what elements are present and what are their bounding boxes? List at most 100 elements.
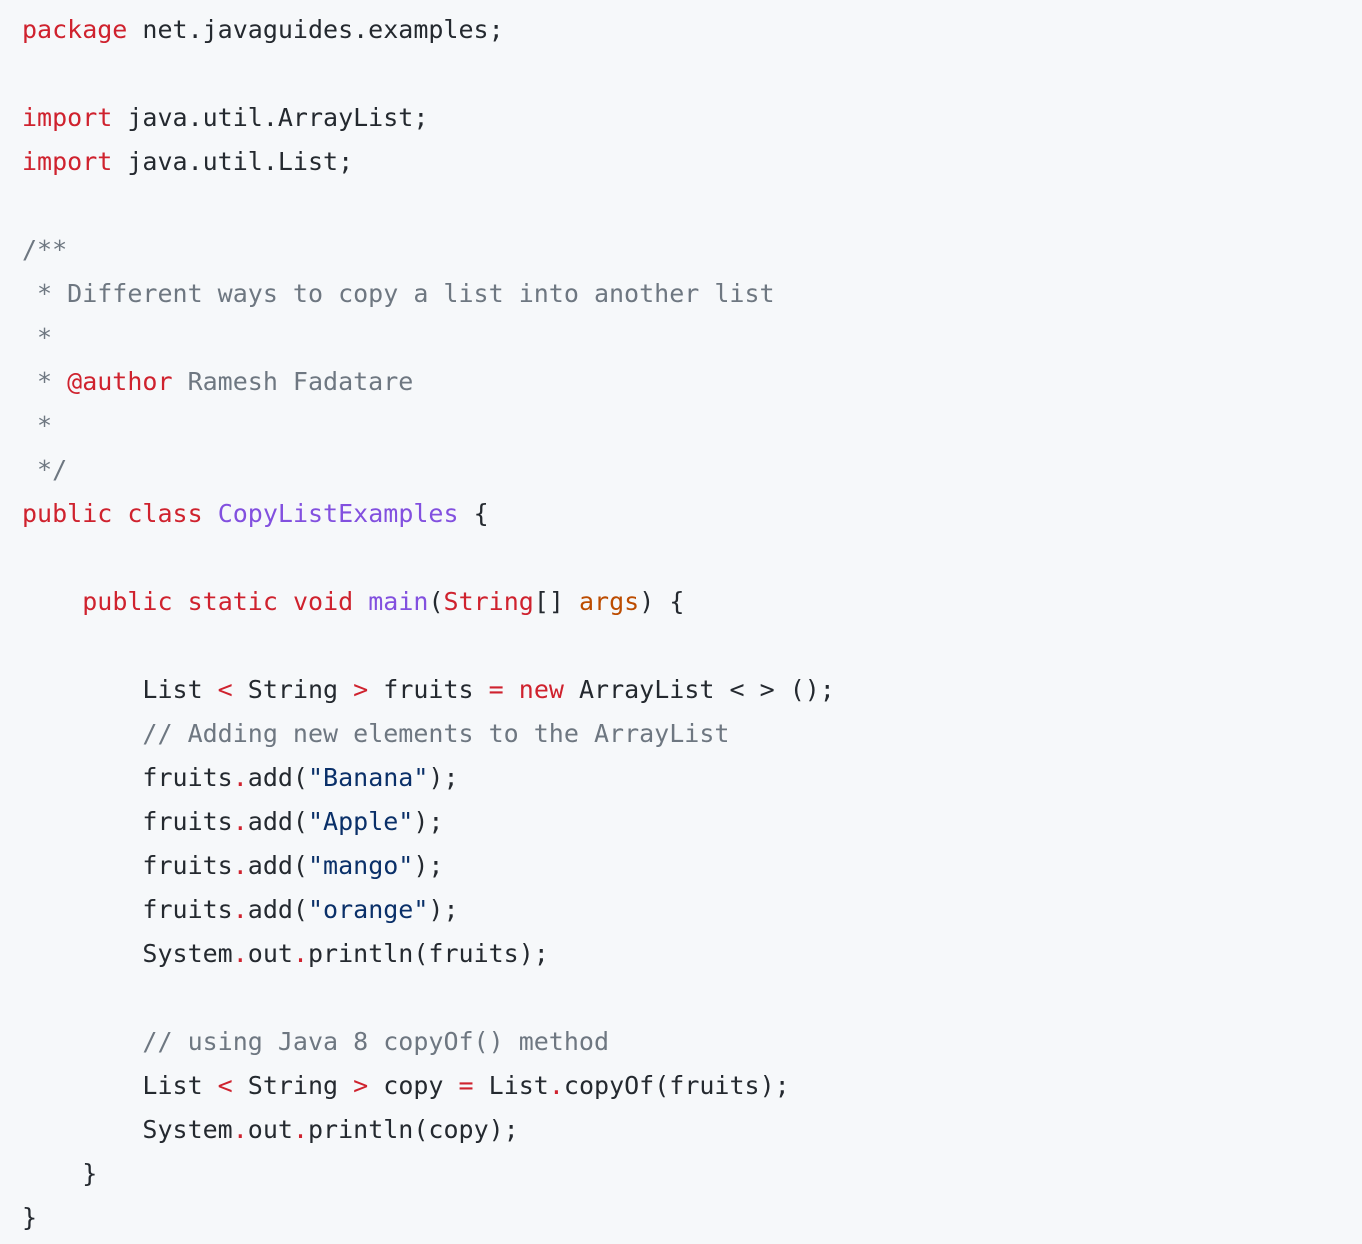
code-token: add( <box>247 807 308 836</box>
code-token: import <box>22 147 113 176</box>
code-token: /** <box>22 235 68 264</box>
code-line: fruits.add("orange"); <box>22 888 1362 932</box>
code-token: . <box>292 1115 308 1144</box>
code-token: @author <box>67 367 173 396</box>
code-token: < <box>217 1071 233 1100</box>
code-line: fruits.add("mango"); <box>22 844 1362 888</box>
code-line <box>22 976 1362 1020</box>
code-token: out <box>247 1115 293 1144</box>
code-token: copyOf(fruits); <box>563 1071 790 1100</box>
code-token: System <box>22 1115 233 1144</box>
code-token: * <box>22 323 53 352</box>
code-token: String <box>232 1071 354 1100</box>
code-token: fruits <box>22 807 233 836</box>
code-line: System.out.println(copy); <box>22 1108 1362 1152</box>
code-token: net.javaguides.examples; <box>127 15 504 44</box>
code-token: add( <box>247 763 308 792</box>
code-token: = <box>488 675 504 704</box>
code-token <box>353 587 368 616</box>
code-line: } <box>22 1152 1362 1196</box>
code-token: fruits <box>22 763 233 792</box>
code-token: ); <box>413 851 444 880</box>
code-token: out <box>247 939 293 968</box>
code-token: . <box>232 851 248 880</box>
code-line: import java.util.ArrayList; <box>22 96 1362 140</box>
code-token: . <box>292 939 308 968</box>
code-line: } <box>22 1196 1362 1240</box>
code-token: CopyListExamples <box>217 499 459 528</box>
code-line: fruits.add("Apple"); <box>22 800 1362 844</box>
code-line <box>22 52 1362 96</box>
code-line: */ <box>22 448 1362 492</box>
code-token: */ <box>22 455 68 484</box>
code-token: add( <box>247 851 308 880</box>
code-token: "Apple" <box>308 807 414 836</box>
code-token: * <box>22 411 53 440</box>
code-lines: package net.javaguides.examples; import j… <box>22 8 1362 1240</box>
code-line <box>22 536 1362 580</box>
code-token: ); <box>428 763 459 792</box>
code-token: String <box>443 587 534 616</box>
code-token: ArrayList < > (); <box>563 675 835 704</box>
code-token: println(copy); <box>308 1115 519 1144</box>
code-line: List < String > copy = List.copyOf(fruit… <box>22 1064 1362 1108</box>
code-token <box>22 1027 142 1056</box>
code-token: ); <box>428 895 459 924</box>
code-token: args <box>579 587 640 616</box>
code-token: . <box>232 807 248 836</box>
code-line: public static void main(String[] args) { <box>22 580 1362 624</box>
code-token: . <box>232 1115 248 1144</box>
code-line: import java.util.List; <box>22 140 1362 184</box>
code-token: add( <box>247 895 308 924</box>
code-token: import <box>22 103 113 132</box>
code-token: System <box>22 939 233 968</box>
code-token: ) { <box>639 587 685 616</box>
code-token: { <box>458 499 489 528</box>
code-line: // Adding new elements to the ArrayList <box>22 712 1362 756</box>
code-token <box>203 499 218 528</box>
code-token: List <box>22 675 218 704</box>
code-token: new <box>518 675 564 704</box>
code-line: * <box>22 316 1362 360</box>
code-token: println(fruits); <box>308 939 549 968</box>
code-token: // using Java 8 copyOf() method <box>142 1027 610 1056</box>
code-line: List < String > fruits = new ArrayList <… <box>22 668 1362 712</box>
code-token: "mango" <box>308 851 414 880</box>
code-token: public <box>22 499 113 528</box>
code-token: . <box>232 939 248 968</box>
code-token <box>22 587 82 616</box>
code-line: * @author Ramesh Fadatare <box>22 360 1362 404</box>
code-token: * <box>22 367 68 396</box>
code-token <box>22 719 142 748</box>
code-token: main <box>368 587 429 616</box>
code-token: = <box>458 1071 474 1100</box>
code-token: fruits <box>22 851 233 880</box>
code-line: public class CopyListExamples { <box>22 492 1362 536</box>
code-line: package net.javaguides.examples; <box>22 8 1362 52</box>
code-token: "Banana" <box>308 763 429 792</box>
code-line: // using Java 8 copyOf() method <box>22 1020 1362 1064</box>
code-token: List <box>22 1071 218 1100</box>
code-token: class <box>127 499 203 528</box>
code-token: java.util.List; <box>112 147 354 176</box>
code-token: Ramesh Fadatare <box>172 367 414 396</box>
code-line: * Different ways to copy a list into ano… <box>22 272 1362 316</box>
code-token: < <box>217 675 233 704</box>
code-line: fruits.add("Banana"); <box>22 756 1362 800</box>
code-token: copy <box>368 1071 459 1100</box>
code-token: // Adding new elements to the ArrayList <box>142 719 730 748</box>
code-token: . <box>548 1071 564 1100</box>
code-line: /** <box>22 228 1362 272</box>
code-token: } <box>22 1203 38 1232</box>
code-line: * <box>22 404 1362 448</box>
code-token <box>173 587 188 616</box>
code-token: java.util.ArrayList; <box>112 103 429 132</box>
code-token: ); <box>413 807 444 836</box>
code-token: fruits <box>368 675 489 704</box>
code-token: "orange" <box>308 895 429 924</box>
code-line: System.out.println(fruits); <box>22 932 1362 976</box>
code-token: List <box>473 1071 549 1100</box>
code-line <box>22 624 1362 668</box>
code-token: > <box>353 675 369 704</box>
